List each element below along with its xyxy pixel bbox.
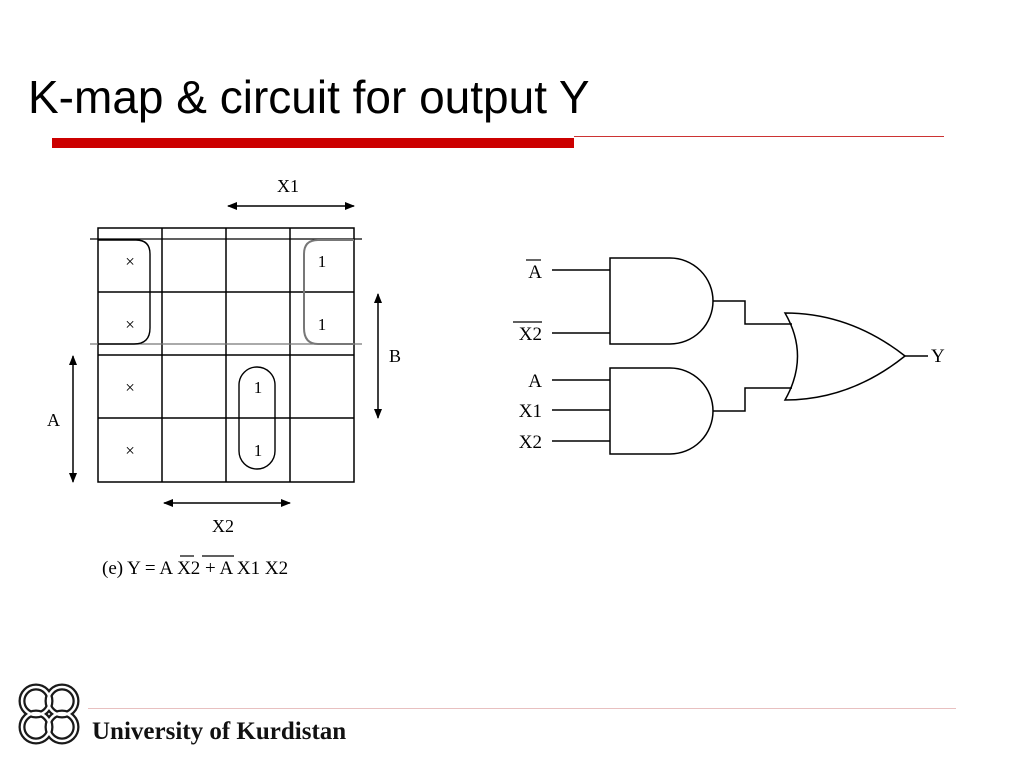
input-label: X2 bbox=[519, 432, 542, 453]
kmap-cell: 1 bbox=[318, 252, 327, 271]
kmap-cell: 1 bbox=[254, 378, 263, 397]
title-underline-accent bbox=[52, 138, 574, 148]
caption-term-x2-bar: X2 bbox=[177, 558, 200, 579]
kmap-cell: 1 bbox=[318, 315, 327, 334]
kmap-label-b: B bbox=[389, 346, 401, 366]
group-left-column bbox=[98, 239, 151, 345]
input-label: X1 bbox=[519, 401, 542, 422]
kmap-cell: × bbox=[125, 378, 135, 397]
university-logo-icon bbox=[18, 683, 80, 745]
group-vertical-pair bbox=[238, 366, 276, 470]
and-gate-bottom bbox=[609, 367, 714, 455]
footer-institution: University of Kurdistan bbox=[92, 718, 347, 745]
or-gate bbox=[783, 312, 907, 401]
input-label: A bbox=[528, 262, 542, 283]
and-gate-top bbox=[609, 257, 714, 345]
kmap-cell: × bbox=[125, 315, 135, 334]
output-label: Y bbox=[931, 346, 945, 367]
wire-and1-to-or bbox=[713, 300, 792, 325]
kmap-grid bbox=[97, 227, 355, 483]
kmap-cell: × bbox=[125, 441, 135, 460]
input-overbars bbox=[513, 259, 542, 323]
caption-term-a-bar: A bbox=[159, 558, 173, 579]
kmap-label-x1: X1 bbox=[277, 176, 299, 196]
footer-rule bbox=[88, 708, 956, 709]
kmap-label-x2: X2 bbox=[212, 516, 234, 536]
title-underline-rule bbox=[574, 136, 944, 137]
slide-title: K-map & circuit for output Y bbox=[28, 71, 590, 123]
group-right-column bbox=[303, 239, 354, 345]
kmap-cell: × bbox=[125, 252, 135, 271]
kmap-axis-arrows bbox=[69, 202, 382, 507]
kmap-label-a: A bbox=[47, 410, 60, 430]
wire-and2-to-or bbox=[713, 387, 792, 412]
kmap-cell: 1 bbox=[254, 441, 263, 460]
karnaugh-map: × 1 × 1 × 1 × 1 X1 B A X2 (e) Y bbox=[47, 176, 401, 579]
input-label: A bbox=[528, 371, 542, 392]
logic-circuit: A X2 A X1 X2 Y bbox=[513, 257, 945, 455]
input-label: X2 bbox=[519, 324, 542, 345]
input-wires bbox=[552, 269, 610, 442]
